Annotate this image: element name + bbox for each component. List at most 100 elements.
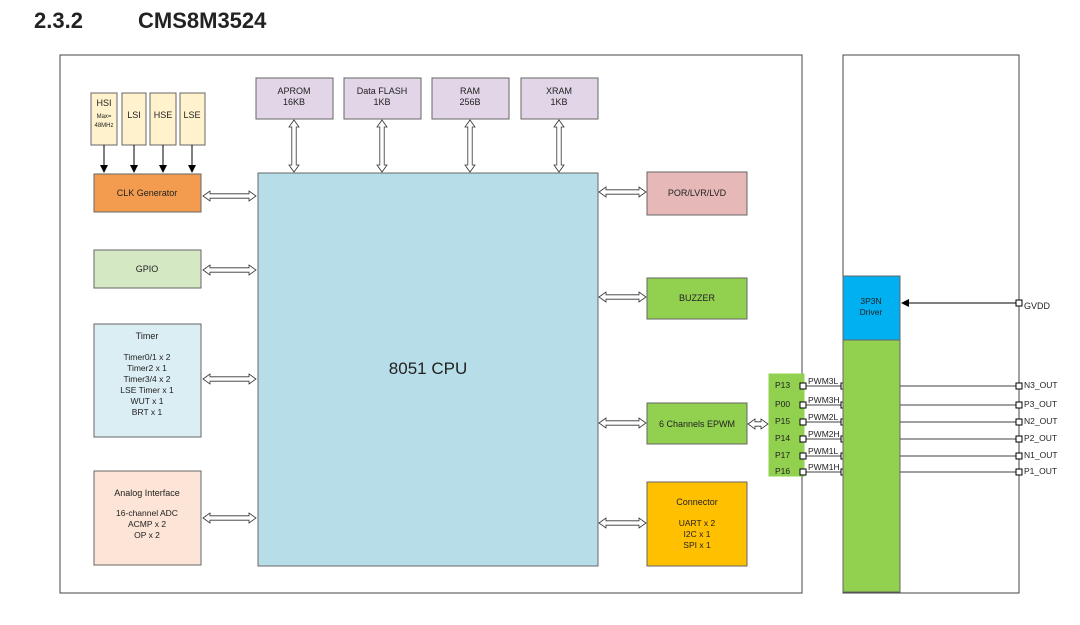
svg-text:BUZZER: BUZZER xyxy=(679,293,716,303)
svg-text:1KB: 1KB xyxy=(550,97,567,107)
output-label: P2_OUT xyxy=(1024,433,1057,443)
svg-text:GVDD: GVDD xyxy=(1024,301,1051,311)
section-heading: 2.3.2 CMS8M3524 xyxy=(34,8,266,34)
bus-arrows xyxy=(202,119,769,529)
output-terminal xyxy=(1015,382,1023,390)
port-label: P13 xyxy=(775,380,790,390)
lsi-box: LSI xyxy=(121,92,147,146)
driver-block: 3P3N Driver xyxy=(842,275,901,341)
section-number: 2.3.2 xyxy=(34,8,83,33)
driver-input-stage xyxy=(842,339,901,593)
output-label: P1_OUT xyxy=(1024,466,1057,476)
port-terminal xyxy=(799,452,807,460)
svg-text:Driver: Driver xyxy=(860,307,883,317)
svg-text:Data FLASH: Data FLASH xyxy=(357,86,408,96)
clk-bus-arrow xyxy=(202,190,257,202)
svg-text:1KB: 1KB xyxy=(373,97,390,107)
svg-text:8051 CPU: 8051 CPU xyxy=(389,359,467,378)
gpio-bus-arrow xyxy=(202,264,257,276)
svg-text:256B: 256B xyxy=(459,97,480,107)
section-title: CMS8M3524 xyxy=(138,8,267,33)
data-flash-box: Data FLASH 1KB xyxy=(343,77,422,120)
svg-text:48MHz: 48MHz xyxy=(94,123,113,129)
port-label: P16 xyxy=(775,466,790,476)
svg-text:Timer0/1 x 2: Timer0/1 x 2 xyxy=(124,352,171,362)
svg-text:XRAM: XRAM xyxy=(546,86,572,96)
pwm-label: PWM2L xyxy=(808,412,839,422)
svg-text:3P3N: 3P3N xyxy=(860,296,881,306)
svg-text:HSI: HSI xyxy=(96,98,111,108)
svg-text:16-channel ADC: 16-channel ADC xyxy=(116,508,178,518)
clk-generator-block: CLK Generator xyxy=(93,173,202,213)
output-terminal xyxy=(1015,452,1023,460)
flash-bus-arrow xyxy=(376,119,388,173)
timer-bus-arrow xyxy=(202,373,257,385)
connector-block: Connector UART x 2 I2C x 1 SPI x 1 xyxy=(646,481,748,567)
svg-text:Timer: Timer xyxy=(136,331,159,341)
port-pin-strip xyxy=(768,373,805,477)
svg-text:UART x 2: UART x 2 xyxy=(679,518,716,528)
port-label: P17 xyxy=(775,450,790,460)
svg-text:RAM: RAM xyxy=(460,86,480,96)
por-bus-arrow xyxy=(598,186,647,198)
output-terminal xyxy=(1015,418,1023,426)
svg-text:Timer2 x 1: Timer2 x 1 xyxy=(127,363,167,373)
svg-text:POR/LVR/LVD: POR/LVR/LVD xyxy=(668,188,727,198)
output-label: P3_OUT xyxy=(1024,399,1057,409)
svg-text:SPI x 1: SPI x 1 xyxy=(683,540,711,550)
svg-text:Max=: Max= xyxy=(97,114,112,120)
svg-text:16KB: 16KB xyxy=(283,97,305,107)
output-label: N1_OUT xyxy=(1024,450,1058,460)
hsi-box: HSI Max= 48MHz xyxy=(90,92,118,146)
output-label: N3_OUT xyxy=(1024,380,1058,390)
pwm-label: PWM3H xyxy=(808,395,840,405)
svg-text:ACMP x 2: ACMP x 2 xyxy=(128,519,166,529)
svg-text:Connector: Connector xyxy=(676,497,718,507)
gpio-block: GPIO xyxy=(93,249,202,289)
pwm-label: PWM2H xyxy=(808,429,840,439)
pwm-label: PWM3L xyxy=(808,376,839,386)
cpu-block: 8051 CPU xyxy=(257,172,599,567)
svg-text:APROM: APROM xyxy=(277,86,310,96)
port-terminal xyxy=(799,382,807,390)
pwm-label: PWM1L xyxy=(808,446,839,456)
output-label: N2_OUT xyxy=(1024,416,1058,426)
output-terminal xyxy=(1015,468,1023,476)
lse-box: LSE xyxy=(179,92,206,146)
svg-text:LSI: LSI xyxy=(127,110,141,120)
timer-block: Timer Timer0/1 x 2 Timer2 x 1 Timer3/4 x… xyxy=(93,323,202,438)
svg-text:HSE: HSE xyxy=(154,110,173,120)
port-terminal xyxy=(799,435,807,443)
epwm-bus-arrow xyxy=(598,417,647,429)
port-terminal xyxy=(799,401,807,409)
gvdd-connection: GVDD xyxy=(901,299,1051,311)
buzzer-block: BUZZER xyxy=(646,277,748,320)
port-label: P15 xyxy=(775,416,790,426)
svg-text:BRT x 1: BRT x 1 xyxy=(132,407,163,417)
svg-text:WUT x 1: WUT x 1 xyxy=(131,396,164,406)
svg-text:OP x 2: OP x 2 xyxy=(134,530,160,540)
xram-bus-arrow xyxy=(553,119,565,173)
output-terminal xyxy=(1015,401,1023,409)
epwm-block: 6 Channels EPWM xyxy=(646,402,748,445)
buzzer-bus-arrow xyxy=(598,291,647,303)
svg-text:LSE Timer x 1: LSE Timer x 1 xyxy=(120,385,174,395)
aprom-box: APROM 16KB xyxy=(255,77,334,120)
output-terminal xyxy=(1015,435,1023,443)
port-terminal xyxy=(799,468,807,476)
pwm-label: PWM1H xyxy=(808,462,840,472)
por-lvr-lvd-block: POR/LVR/LVD xyxy=(646,171,748,216)
analog-bus-arrow xyxy=(202,512,257,524)
port-label: P00 xyxy=(775,399,790,409)
ram-box: RAM 256B xyxy=(431,77,510,120)
xram-box: XRAM 1KB xyxy=(520,77,599,120)
ram-bus-arrow xyxy=(464,119,476,173)
epwm-pin-arrow xyxy=(747,418,769,430)
port-label: P14 xyxy=(775,433,790,443)
svg-text:I2C x 1: I2C x 1 xyxy=(684,529,711,539)
svg-text:LSE: LSE xyxy=(183,110,200,120)
hse-box: HSE xyxy=(149,92,177,146)
clock-arrows xyxy=(100,145,196,173)
analog-interface-block: Analog Interface 16-channel ADC ACMP x 2… xyxy=(93,470,202,566)
